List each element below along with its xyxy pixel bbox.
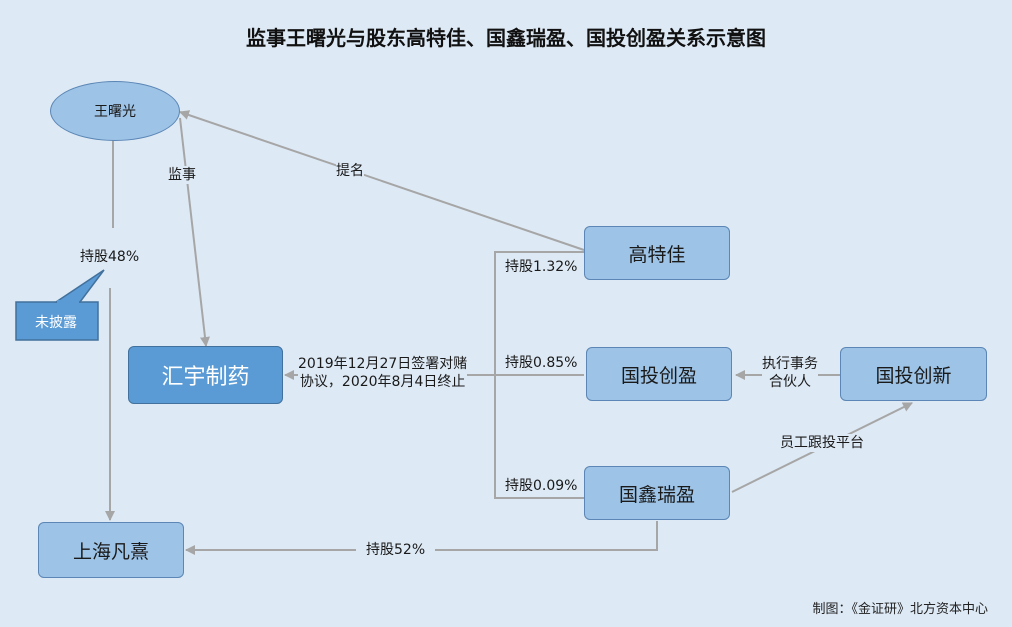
label-nominate: 提名 [336, 162, 364, 180]
label-hold085: 持股0.85% [505, 354, 578, 372]
label-hold48: 持股48% [80, 248, 140, 266]
edge-hold52 [185, 521, 658, 555]
credit-line: 制图：《金证研》北方资本中心 [812, 602, 988, 617]
label-supervisor: 监事 [168, 166, 196, 184]
diagram-title: 监事王曙光与股东高特佳、国鑫瑞盈、国投创盈关系示意图 [246, 26, 766, 50]
node-gaotejia: 高特佳 [584, 226, 730, 280]
callout-tail [53, 269, 105, 303]
node-guoxin-ruiying: 国鑫瑞盈 [584, 466, 730, 520]
node-huiyu-pharma: 汇宇制药 [128, 346, 283, 404]
label-staff-platform: 员工跟投平台 [780, 434, 864, 452]
node-shanghai-fanxi: 上海凡熹 [38, 522, 184, 578]
label-hold52: 持股52% [356, 541, 436, 559]
callout-undisclosed: 未披露 [35, 315, 77, 331]
callout-seam [57, 300, 79, 304]
node-wang-shuguang: 王曙光 [50, 81, 180, 141]
edge-supervisor [179, 117, 210, 347]
node-guotou-chuangying: 国投创盈 [586, 347, 732, 401]
label-general-partner: 执行事务 合伙人 [762, 355, 818, 391]
label-vam-agreement: 2019年12月27日签署对赌 协议，2020年8月4日终止 [298, 355, 468, 391]
edge-nominate [179, 110, 585, 251]
label-hold132: 持股1.32% [505, 258, 578, 276]
node-guotou-chuangxin: 国投创新 [840, 347, 987, 401]
label-hold009: 持股0.09% [505, 477, 578, 495]
